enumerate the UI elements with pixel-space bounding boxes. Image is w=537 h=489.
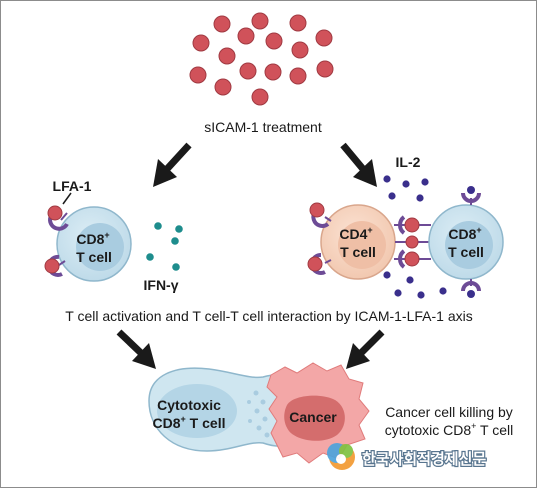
- sicam-dot: [213, 15, 231, 33]
- watermark-text: 한국사회적경제신문: [362, 450, 486, 468]
- right-cd8-nucleus: [445, 221, 493, 269]
- icam-dot: [404, 217, 420, 233]
- il2-dot: [417, 291, 425, 299]
- lfa1-receptor-bottom: [44, 254, 66, 277]
- ifn-dot: [154, 222, 162, 230]
- il2-dot: [406, 276, 414, 284]
- icam-dot: [405, 235, 419, 249]
- sicam-dot: [239, 62, 257, 80]
- il2-dot: [421, 178, 429, 186]
- cd4-line1: CD4+: [339, 225, 372, 242]
- cancer-nucleus: [284, 395, 345, 441]
- ifn-gamma-label: IFN-γ: [144, 277, 179, 293]
- sicam-dot: [251, 12, 269, 30]
- icam-dot: [404, 251, 420, 267]
- killing-line1: Cancer cell killing by: [385, 404, 513, 420]
- sicam-dot: [264, 63, 282, 81]
- cytotoxic-tcell: Cytotoxic CD8+ T cell: [148, 367, 294, 452]
- il2-receptor-top: [461, 186, 481, 205]
- cancer-label: Cancer: [289, 409, 337, 425]
- sicam-cluster: [189, 12, 334, 106]
- ifn-gamma-dots: [146, 222, 183, 271]
- cytotoxic-line2: CD8+ T cell: [153, 414, 226, 431]
- ifn-dot: [146, 253, 154, 261]
- il2-dot: [439, 287, 447, 295]
- left-cd8-tcell: CD8+ T cell: [56, 206, 132, 282]
- cd8-tcell-nucleus: [76, 223, 124, 271]
- right-cd8-tcell: CD8+ T cell: [428, 204, 504, 280]
- lfa1-label: LFA-1: [53, 178, 92, 194]
- watermark: 한국사회적경제신문: [327, 443, 488, 470]
- ifn-dot: [172, 263, 180, 271]
- middle-caption: T cell activation and T cell-T cell inte…: [65, 308, 472, 324]
- granules: [247, 390, 270, 438]
- left-cd8-line2: T cell: [76, 249, 112, 265]
- il2-dot: [416, 194, 424, 202]
- lfa1-pointer: [62, 192, 72, 205]
- sicam-dot: [316, 60, 334, 78]
- il2-dot: [388, 192, 396, 200]
- cancer-cell: Cancer: [266, 362, 370, 464]
- cytotoxic-nucleus: [157, 384, 237, 438]
- sicam-dot: [289, 14, 307, 32]
- lfa1-receptor-top: [47, 205, 69, 231]
- arrow-top-left: [153, 142, 192, 187]
- cd4-tcell-nucleus: [338, 221, 386, 269]
- il2-receptor-bottom: [461, 279, 481, 298]
- sicam-dot: [214, 78, 232, 96]
- cd4-receptor-top-left: [309, 202, 332, 228]
- sicam-dot: [189, 66, 207, 84]
- sicam-dot: [289, 67, 307, 85]
- newspaper-logo-icon: [327, 443, 355, 470]
- il2-dot: [402, 180, 410, 188]
- killing-line2: cytotoxic CD8+ T cell: [385, 421, 513, 438]
- arrow-top-right: [340, 142, 377, 187]
- sicam-dot: [218, 47, 236, 65]
- sicam-dot: [192, 34, 210, 52]
- il2-dot: [383, 175, 391, 183]
- il2-dot: [383, 271, 391, 279]
- il2-dot: [394, 289, 402, 297]
- cd4-cd8-synapse: [394, 215, 431, 269]
- sicam-dot: [237, 27, 255, 45]
- cd4-receptor-bottom-left: [307, 252, 332, 275]
- il2-label: IL-2: [396, 154, 421, 170]
- cd4-tcell: CD4+ T cell: [320, 204, 396, 280]
- cd4-line2: T cell: [340, 244, 376, 260]
- il2-dots: [383, 175, 447, 299]
- left-cd8-line1: CD8+: [76, 230, 109, 247]
- sicam-dot: [265, 32, 283, 50]
- cytotoxic-line1: Cytotoxic: [157, 397, 221, 413]
- sicam-dot: [291, 41, 309, 59]
- ifn-dot: [171, 237, 179, 245]
- sicam-dot: [315, 29, 333, 47]
- right-cd8-line2: T cell: [448, 244, 484, 260]
- right-cd8-line1: CD8+: [448, 225, 481, 242]
- ifn-dot: [175, 225, 183, 233]
- treatment-label: sICAM-1 treatment: [204, 119, 322, 135]
- arrow-bottom-right: [346, 329, 385, 369]
- sicam-dot: [251, 88, 269, 106]
- arrow-bottom-left: [116, 329, 156, 369]
